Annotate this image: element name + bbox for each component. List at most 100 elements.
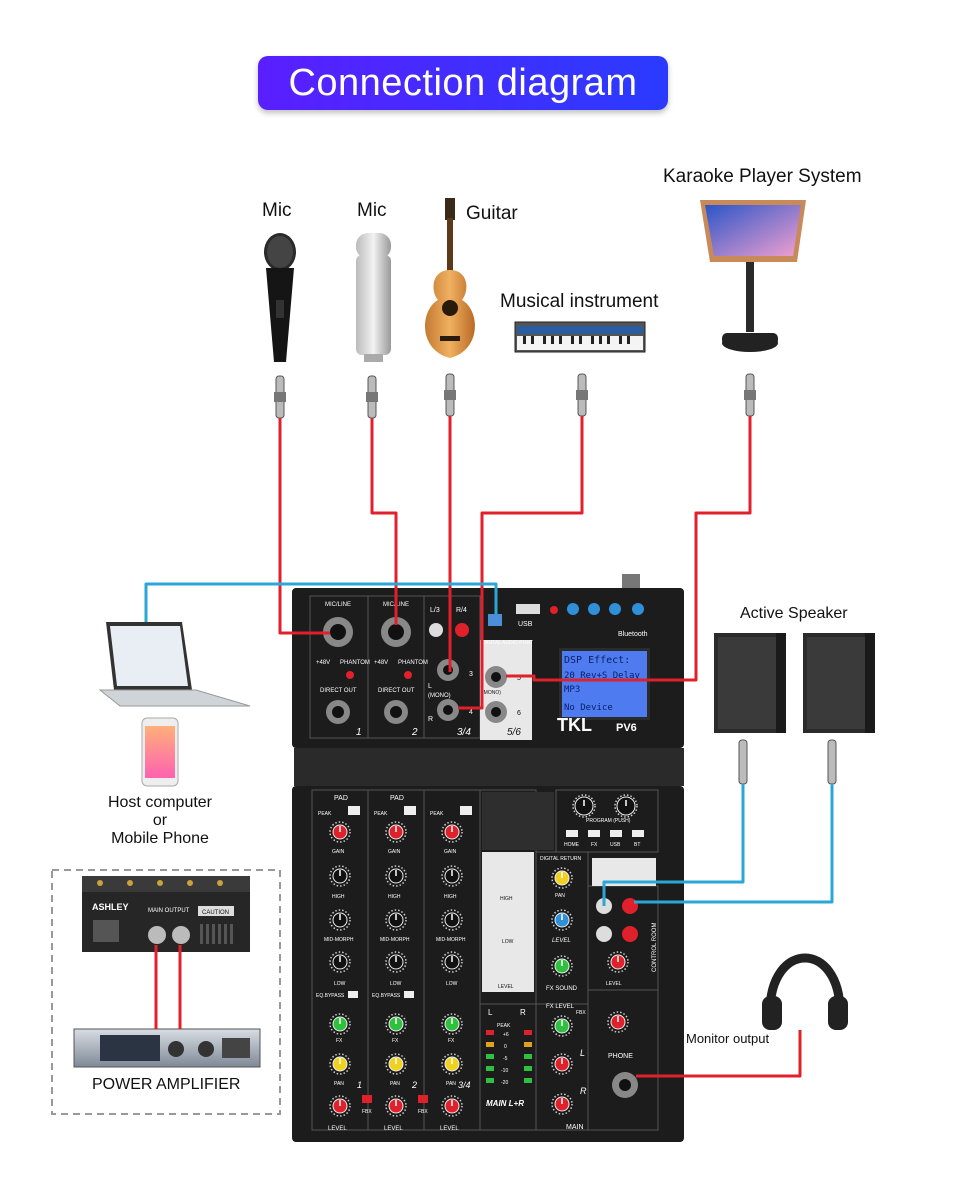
ch34-R: R: [428, 716, 433, 723]
rotary-knob[interactable]: [385, 909, 407, 931]
ch2-phantom-button[interactable]: [404, 671, 412, 679]
knob-scale: [441, 1013, 463, 1035]
ch6-jack-center: [491, 707, 501, 717]
knob-scale: [572, 794, 596, 818]
ch1-phantom: PHANTOM: [340, 660, 370, 666]
ch34-number: 3/4: [457, 727, 471, 738]
knob-scale: [441, 909, 463, 931]
rotary-knob[interactable]: [329, 821, 351, 843]
headphones-icon: [762, 953, 848, 1030]
digital-return-level-label: LEVEL: [552, 938, 571, 944]
external-equipment-box: [51, 869, 281, 1115]
rotary-knob[interactable]: [551, 1053, 573, 1075]
ch2-48v: +48V: [374, 660, 388, 666]
rotary-knob[interactable]: [441, 951, 463, 973]
instrument-label: Musical instrument: [500, 291, 659, 312]
knob-scale: [551, 1093, 573, 1115]
rotary-knob[interactable]: [607, 951, 629, 973]
ch2-phantom: PHANTOM: [398, 660, 428, 666]
ashley-caution: CAUTION: [202, 910, 229, 916]
rotary-knob[interactable]: [551, 867, 573, 889]
fx-sound-label: FX SOUND: [546, 986, 578, 992]
knob-scale: [551, 1053, 573, 1075]
rotary-knob[interactable]: [572, 794, 596, 818]
ch34-gain-label: GAIN: [444, 849, 457, 855]
rotary-knob[interactable]: [607, 1011, 629, 1033]
menu-buttons[interactable]: [566, 830, 644, 837]
level-meter: [486, 1030, 532, 1083]
ch1-mid-label: MID-MORPH: [324, 937, 354, 943]
ch1-fx-label: FX: [336, 1038, 343, 1044]
ch2-fbx-button[interactable]: [418, 1095, 428, 1103]
knob-layer: [329, 794, 638, 1117]
ch34-pad-button[interactable]: [460, 806, 472, 815]
usb-label: USB: [518, 621, 533, 628]
ch34-fx-label: FX: [448, 1038, 455, 1044]
ch1-direct-out: DIRECT OUT: [320, 688, 357, 694]
rotary-knob[interactable]: [385, 951, 407, 973]
ch2-high-label: HIGH: [388, 894, 401, 900]
rotary-knob[interactable]: [385, 821, 407, 843]
meter-peak: PEAK: [497, 1023, 511, 1029]
ch34-mono: (MONO): [428, 693, 451, 699]
ch2-pan-label: PAN: [390, 1081, 400, 1087]
ch6-number: 6: [517, 710, 521, 717]
lcd-line-4: No Device: [564, 703, 613, 713]
knob-scale: [614, 794, 638, 818]
rotary-knob[interactable]: [329, 951, 351, 973]
ch2-strip-number: 2: [411, 1080, 417, 1090]
rotary-knob[interactable]: [551, 1015, 573, 1037]
rotary-knob[interactable]: [441, 909, 463, 931]
rotary-knob[interactable]: [329, 1095, 351, 1117]
ch2-peak-label: PEAK: [374, 811, 388, 817]
ch1-phantom-button[interactable]: [346, 671, 354, 679]
ch2-direct-jack-center: [390, 706, 402, 718]
xlr-connector-5: [744, 373, 756, 417]
rotary-knob[interactable]: [441, 1053, 463, 1075]
transport-buttons[interactable]: [550, 603, 644, 615]
rotary-knob[interactable]: [385, 1053, 407, 1075]
ch34-strip-number: 3/4: [458, 1080, 471, 1090]
rotary-knob[interactable]: [385, 1095, 407, 1117]
rotary-knob[interactable]: [385, 1013, 407, 1035]
ch1-fbx-button[interactable]: [362, 1095, 372, 1103]
ashley-main-output: MAIN OUTPUT: [148, 908, 190, 914]
rotary-knob[interactable]: [614, 794, 638, 818]
rotary-knob[interactable]: [329, 909, 351, 931]
ch2-number: 2: [411, 727, 418, 738]
cable-mic2: [370, 418, 398, 625]
ch1-combo-jack-center: [330, 624, 346, 640]
knob-scale: [385, 1013, 407, 1035]
ch1-number: 1: [356, 727, 362, 738]
ch1-strip-number: 1: [357, 1080, 362, 1090]
rotary-knob[interactable]: [441, 821, 463, 843]
rotary-knob[interactable]: [329, 865, 351, 887]
rotary-knob[interactable]: [441, 865, 463, 887]
rotary-knob[interactable]: [385, 865, 407, 887]
fx-level-fbx: FBX: [576, 1010, 586, 1016]
knob-scale: [551, 1015, 573, 1037]
rotary-knob[interactable]: [551, 1093, 573, 1115]
ch2-eq-bypass-button[interactable]: [404, 991, 414, 998]
ch1-pad-button[interactable]: [348, 806, 360, 815]
rotary-knob[interactable]: [441, 1095, 463, 1117]
ch2-pad-button[interactable]: [404, 806, 416, 815]
amplifier-label: POWER AMPLIFIER: [92, 1076, 241, 1093]
xlr-connector-3: [444, 373, 456, 417]
rotary-knob[interactable]: [441, 1013, 463, 1035]
knob-scale: [329, 1013, 351, 1035]
cables: [144, 416, 834, 1078]
host-line-3: Mobile Phone: [111, 830, 209, 847]
rotary-knob[interactable]: [551, 955, 573, 977]
rotary-knob[interactable]: [329, 1053, 351, 1075]
ch34-r4: R/4: [456, 607, 467, 614]
ch1-mic-line: MIC/LINE: [325, 602, 351, 608]
rotary-knob[interactable]: [329, 1013, 351, 1035]
xlr-connector-4: [576, 373, 588, 417]
host-label: Host computer or Mobile Phone: [90, 794, 230, 848]
knob-scale: [441, 951, 463, 973]
mic1-label: Mic: [262, 200, 292, 221]
ch1-eq-bypass-button[interactable]: [348, 991, 358, 998]
rotary-knob[interactable]: [551, 909, 573, 931]
main-l-label: L: [580, 1048, 585, 1058]
